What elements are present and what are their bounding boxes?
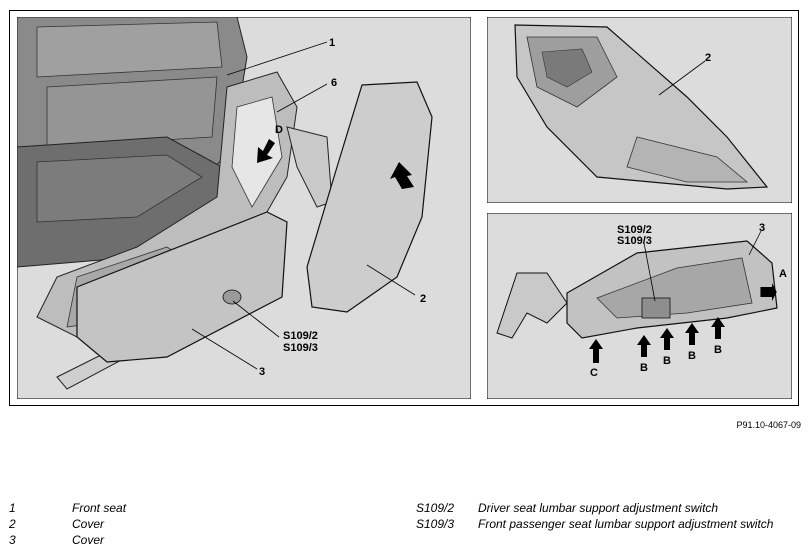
legend-row: S109/3 Front passenger seat lumbar suppo… (416, 516, 773, 532)
direction-arrow-up (390, 162, 414, 189)
label-d: D (275, 124, 283, 136)
arrow-b-3 (685, 323, 699, 345)
legend-parts: 1 Front seat 2 Cover 3 Cover (9, 500, 126, 548)
arrow-a (760, 283, 777, 301)
label-3: 3 (259, 366, 265, 378)
label-s109-3: S109/3 (617, 235, 652, 247)
cover-3 (76, 211, 288, 363)
label-c: C (590, 367, 598, 379)
legend-text: Front seat (72, 501, 127, 515)
arrow-b-1 (637, 335, 651, 357)
legend-text: Driver seat lumbar support adjustment sw… (478, 501, 719, 515)
legend-key: 3 (9, 533, 16, 547)
switch-s109 (641, 297, 671, 319)
arrow-d (257, 139, 275, 163)
cover-2 (306, 81, 433, 313)
legend-key: 2 (9, 517, 16, 531)
legend-text: Front passenger seat lumbar support adju… (478, 517, 774, 531)
label-b-3: B (688, 350, 696, 362)
label-1: 1 (329, 37, 335, 49)
main-illustration: 1 6 D 2 S109/2 S109/3 3 (17, 17, 471, 399)
legend-key: S109/2 (416, 501, 455, 515)
label-b-1: B (640, 362, 648, 374)
label-3: 3 (759, 222, 765, 234)
figure-reference: P91.10-4067-09 (736, 420, 801, 430)
label-2: 2 (420, 293, 426, 305)
legend-key: S109/3 (416, 517, 455, 531)
legend-text: Cover (72, 517, 105, 531)
label-2: 2 (705, 52, 711, 64)
legend-text: Cover (72, 533, 105, 547)
label-b-4: B (714, 344, 722, 356)
legend-row: 3 Cover (9, 532, 126, 548)
legend-row: S109/2 Driver seat lumbar support adjust… (416, 500, 773, 516)
legend-row: 2 Cover (9, 516, 126, 532)
arrow-b-4 (711, 317, 725, 339)
legend-switches: S109/2 Driver seat lumbar support adjust… (416, 500, 773, 532)
legend-row: 1 Front seat (9, 500, 126, 516)
label-6: 6 (331, 77, 337, 89)
label-s109-2: S109/2 (283, 330, 318, 342)
arrow-c (589, 339, 603, 363)
legend-key: 1 (9, 501, 16, 515)
detail-bottom-illustration: S109/2 S109/3 3 A C B B B B (487, 213, 792, 399)
arrow-b-2 (660, 328, 674, 350)
label-s109-3: S109/3 (283, 342, 318, 354)
detail-top-illustration: 2 (487, 17, 792, 203)
label-b-2: B (663, 355, 671, 367)
label-s109-2: S109/2 (617, 224, 652, 236)
label-a: A (779, 268, 787, 280)
